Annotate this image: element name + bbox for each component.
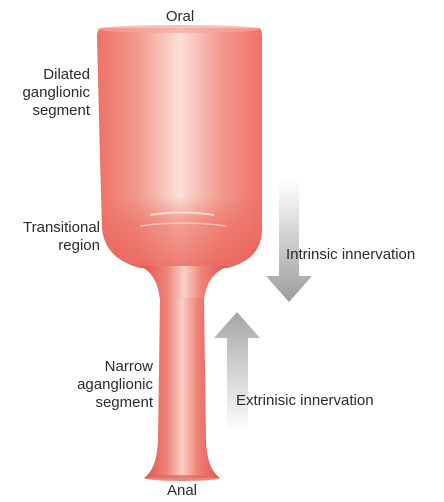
dilated-label-line-3: segment <box>0 102 90 120</box>
narrow-segment-label: Narrow aganglionic segment <box>0 358 153 412</box>
extrinsic-innervation-label: Extrinisic innervation <box>236 392 374 410</box>
dilated-label-line-2: ganglionic <box>0 84 90 102</box>
narrow-label-line-2: aganglionic <box>0 376 153 394</box>
narrow-segment-shape <box>144 298 220 478</box>
narrow-label-line-3: segment <box>0 394 153 412</box>
extrinsic-arrow <box>214 312 260 432</box>
transitional-band <box>101 196 262 268</box>
intrinsic-arrow <box>266 180 312 302</box>
anal-rim <box>144 475 220 481</box>
transitional-label-line-1: Transitional <box>0 219 100 237</box>
oral-rim <box>97 25 261 33</box>
intrinsic-innervation-label: Intrinsic innervation <box>286 246 444 264</box>
dilated-segment-label: Dilated ganglionic segment <box>0 66 90 120</box>
transitional-region-label: Transitional region <box>0 219 100 255</box>
taper-shape <box>140 266 228 300</box>
transitional-label-line-2: region <box>0 237 100 255</box>
dilated-label-line-1: Dilated <box>0 66 90 84</box>
oral-label: Oral <box>160 8 200 26</box>
anal-label: Anal <box>160 482 204 500</box>
narrow-label-line-1: Narrow <box>0 358 153 376</box>
